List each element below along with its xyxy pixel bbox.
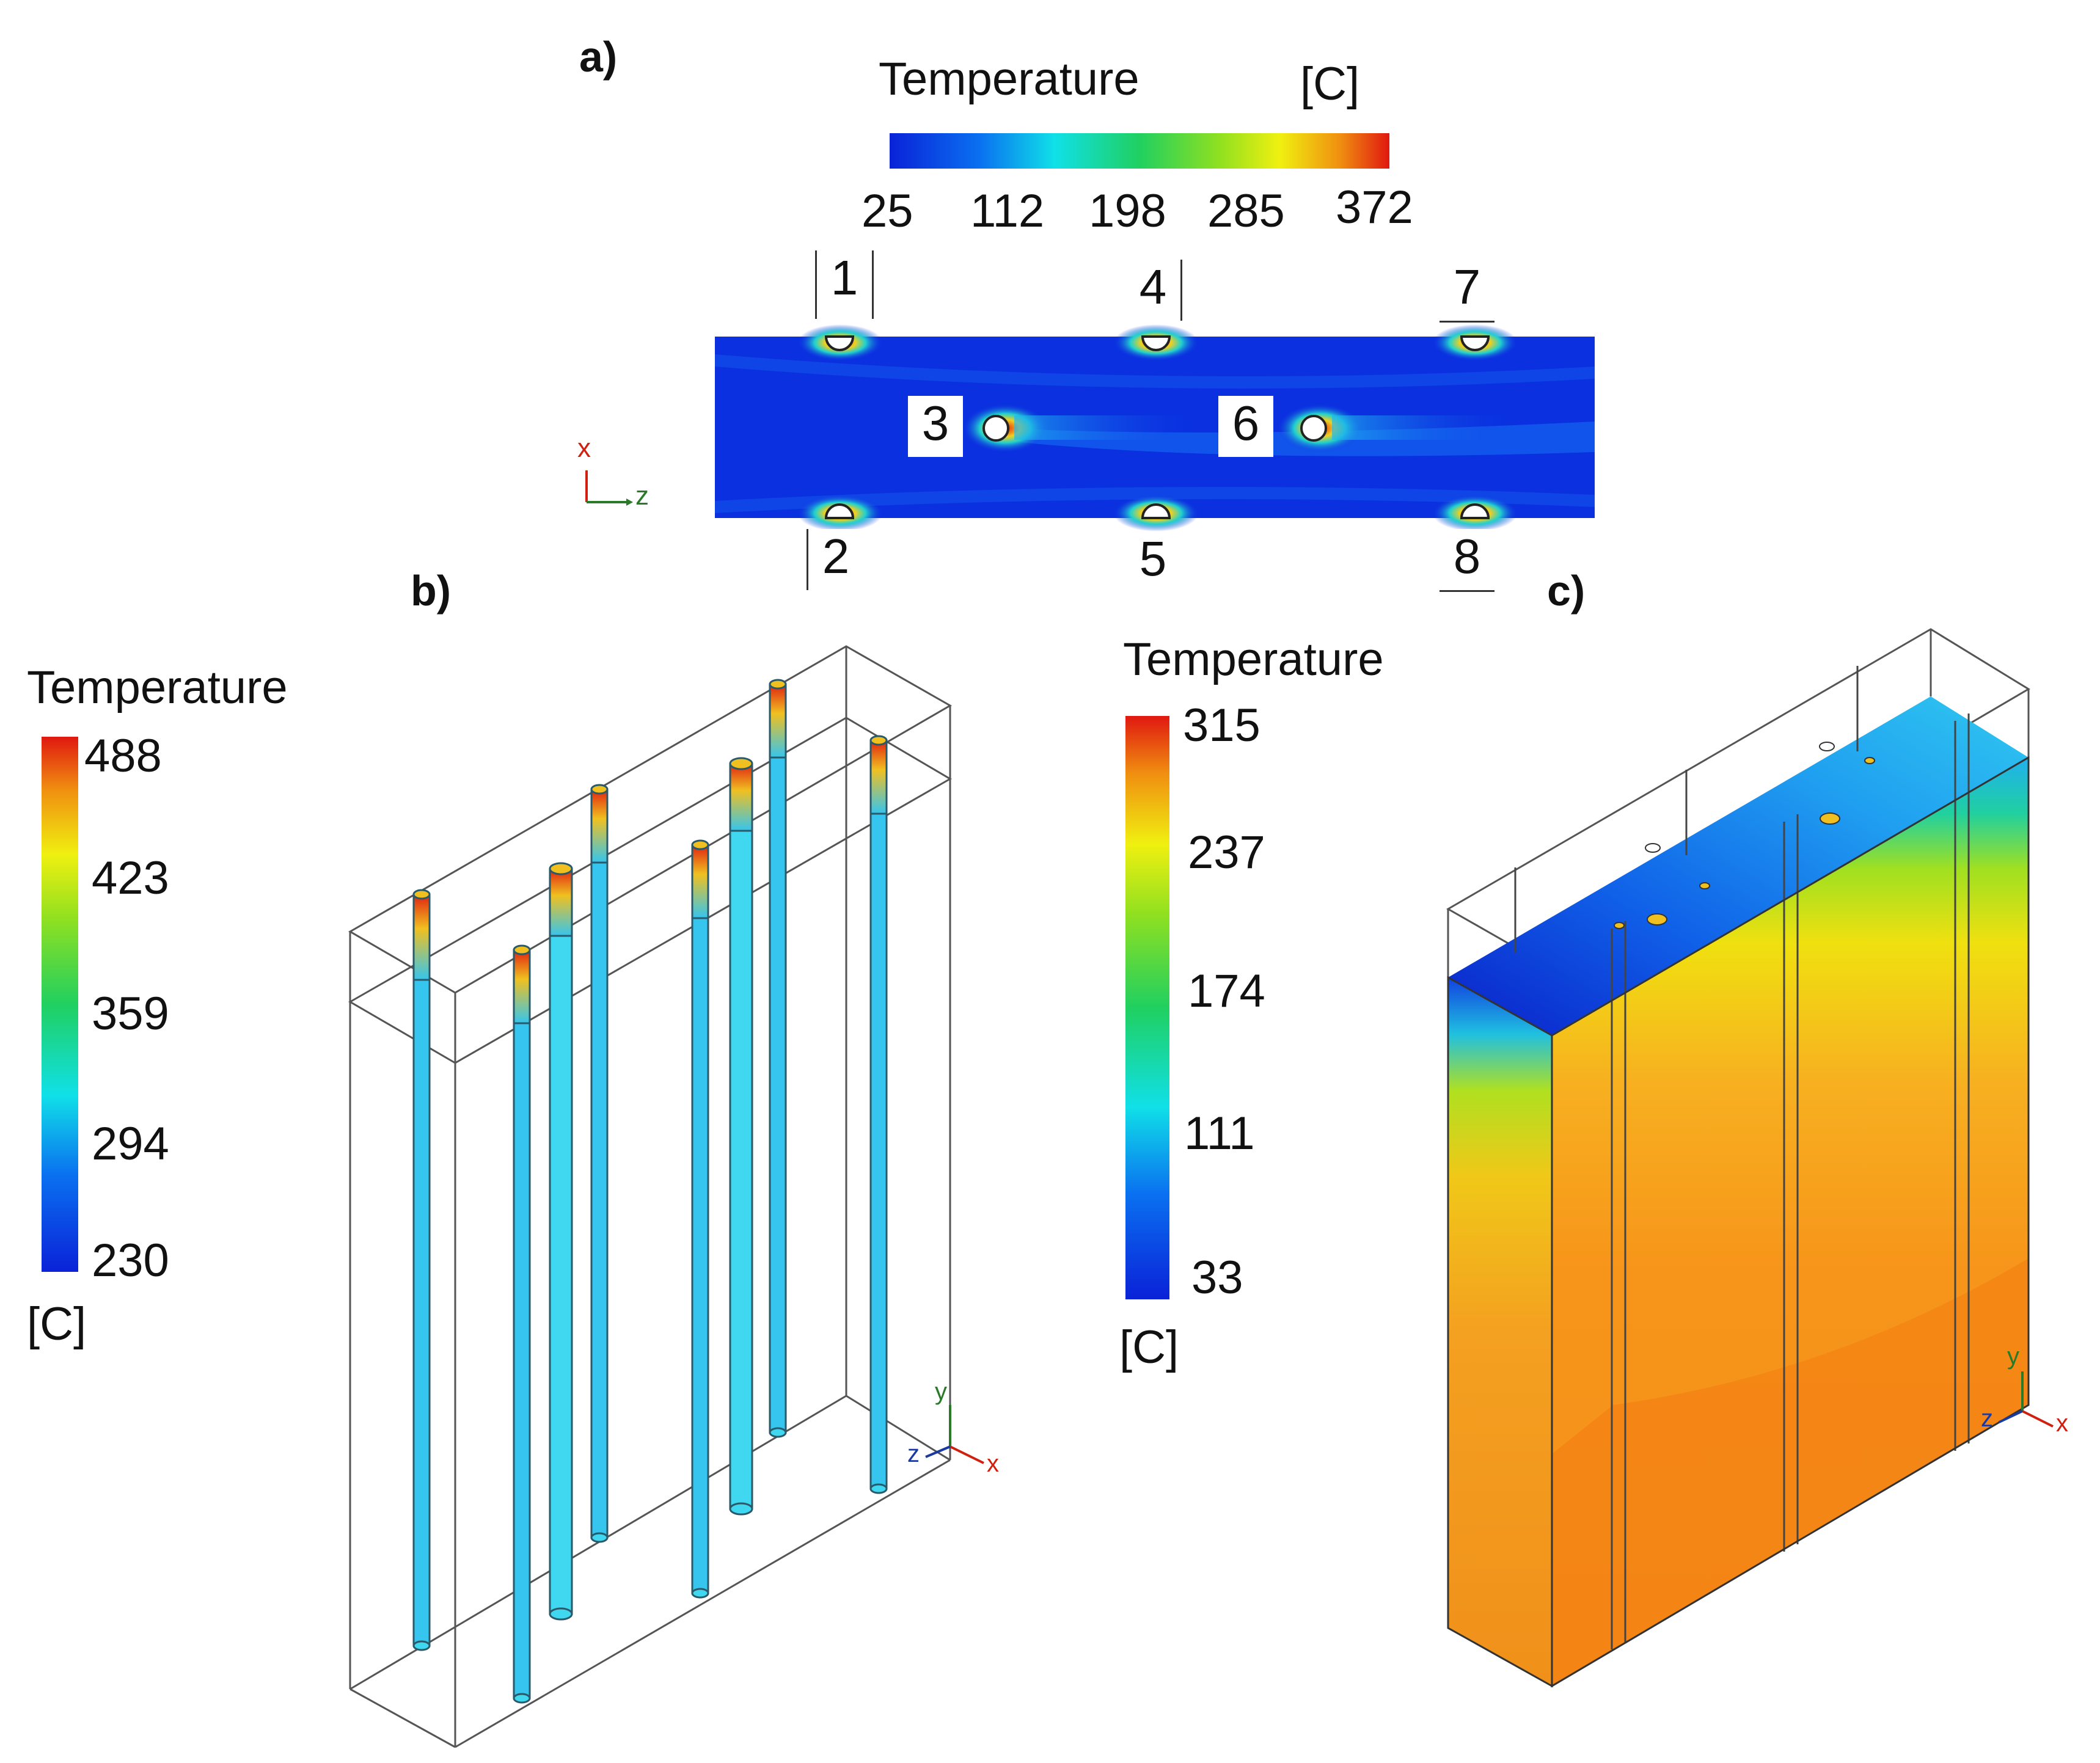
contour-block-c xyxy=(1446,628,2030,1688)
colorbar-b-title: Temperature xyxy=(27,662,288,714)
axis-b-x-label: x xyxy=(987,1450,999,1477)
colorbar-b-unit: [C] xyxy=(27,1298,87,1350)
colorbar-b-tick-0: 488 xyxy=(84,730,162,782)
axis-a-z-label: z xyxy=(635,481,649,511)
colorbar-c-tick-2: 174 xyxy=(1188,965,1265,1017)
colorbar-a-title: Temperature xyxy=(879,53,1140,105)
pipe-label-2: 2 xyxy=(807,529,863,590)
colorbar-b xyxy=(42,737,78,1272)
axis-b-z-label: z xyxy=(907,1440,920,1467)
colorbar-c-tick-4: 33 xyxy=(1191,1252,1243,1304)
axis-a-x-label: x xyxy=(577,433,591,463)
pipe-label-3: 3 xyxy=(908,396,963,457)
colorbar-a-tick-3: 285 xyxy=(1207,185,1285,237)
axis-c-y-label: y xyxy=(2007,1343,2019,1370)
pipe-label-5: 5 xyxy=(1125,531,1180,593)
wireframe-box-b xyxy=(348,645,953,1748)
panel-label-b: b) xyxy=(411,567,452,615)
pipe-label-6: 6 xyxy=(1218,396,1273,457)
colorbar-a xyxy=(890,133,1389,169)
colorbar-a-unit: [C] xyxy=(1300,58,1360,110)
colorbar-a-tick-2: 198 xyxy=(1089,185,1166,237)
axis-triad-c xyxy=(1999,1371,2054,1428)
colorbar-c-tick-1: 237 xyxy=(1188,827,1265,878)
colorbar-b-tick-3: 294 xyxy=(92,1118,169,1170)
colorbar-a-tick-0: 25 xyxy=(862,185,913,237)
panel-label-c: c) xyxy=(1547,567,1586,615)
colorbar-b-tick-1: 423 xyxy=(92,852,169,904)
axis-c-x-label: x xyxy=(2056,1410,2068,1437)
axis-b-y-label: y xyxy=(935,1378,947,1405)
colorbar-a-tick-4: 372 xyxy=(1336,181,1413,233)
pipe-label-7: 7 xyxy=(1440,260,1495,323)
pipe-label-1: 1 xyxy=(815,250,874,319)
panel-label-a: a) xyxy=(579,33,618,81)
colorbar-c-title: Temperature xyxy=(1123,633,1384,685)
colorbar-c-unit: [C] xyxy=(1119,1321,1179,1373)
colorbar-a-tick-1: 112 xyxy=(970,185,1045,237)
pipe-label-8: 8 xyxy=(1440,529,1495,592)
cross-section-a xyxy=(715,324,1595,531)
colorbar-b-tick-2: 359 xyxy=(92,988,169,1040)
colorbar-c-tick-3: 111 xyxy=(1184,1108,1255,1159)
axis-triad-b xyxy=(925,1405,984,1464)
pipe-label-4: 4 xyxy=(1125,260,1182,321)
colorbar-b-tick-4: 230 xyxy=(92,1235,169,1287)
colorbar-c xyxy=(1125,716,1169,1299)
axis-c-z-label: z xyxy=(1981,1405,1993,1432)
colorbar-c-tick-0: 315 xyxy=(1183,699,1260,751)
pipes-b xyxy=(412,679,888,1704)
axis-triad-a xyxy=(585,470,633,506)
